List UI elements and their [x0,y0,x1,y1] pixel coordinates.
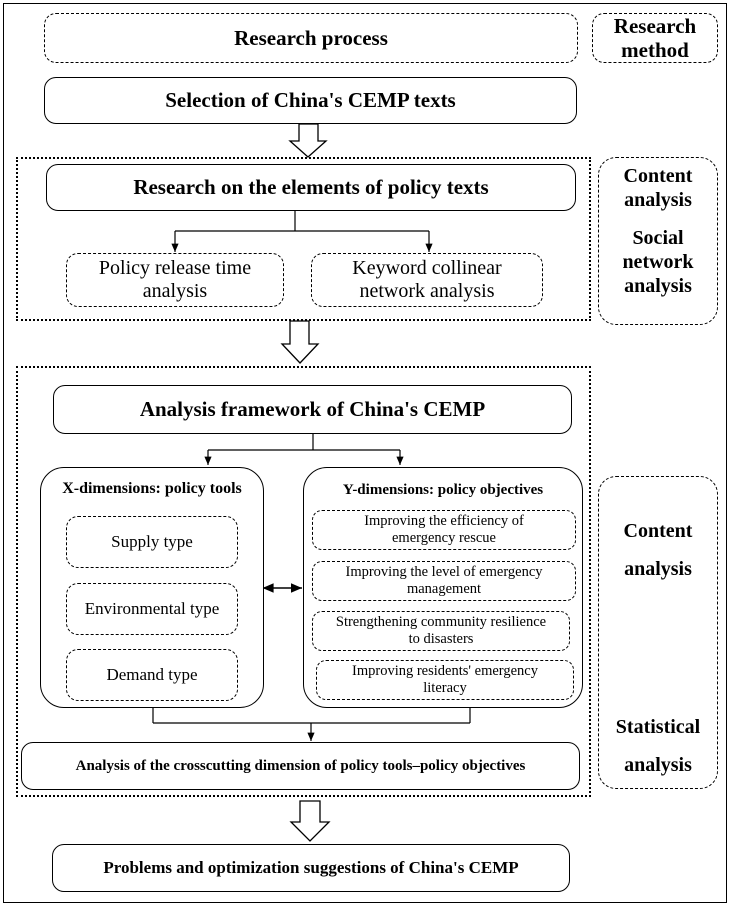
x-item-environmental: Environmental type [66,583,238,635]
outer-frame [3,3,727,903]
hollow-arrow-1 [288,123,328,158]
keyword-network-analysis: Keyword collinear network analysis [311,253,543,307]
selection-step: Selection of China's CEMP texts [44,77,577,124]
research-method-header: Research method [592,13,718,63]
method-content-statistical: Content analysis Statistical analysis [598,476,718,789]
hollow-arrow-3 [289,800,331,842]
framework-frame [16,366,591,797]
method-content-social: Content analysis Social network analysis [598,157,718,325]
text-elements-frame [16,157,591,321]
y-item-management: Improving the level of emergency managem… [312,561,576,601]
x-item-supply: Supply type [66,516,238,568]
x-item-demand: Demand type [66,649,238,701]
y-item-resilience: Strengthening community resilience to di… [312,611,570,651]
y-dimension-title: Y-dimensions: policy objectives [342,482,544,498]
hollow-arrow-2 [280,320,320,364]
x-dimension-title: X-dimensions: policy tools [62,480,242,497]
framework-step: Analysis framework of China's CEMP [53,385,572,434]
crosscutting-step: Analysis of the crosscutting dimension o… [21,742,580,790]
policy-elements-step: Research on the elements of policy texts [46,164,576,211]
y-item-rescue: Improving the efficiency of emergency re… [312,510,576,550]
y-item-literacy: Improving residents' emergency literacy [316,660,574,700]
research-process-header: Research process [44,13,578,63]
problems-step: Problems and optimization suggestions of… [52,844,570,892]
release-time-analysis: Policy release time analysis [66,253,284,307]
